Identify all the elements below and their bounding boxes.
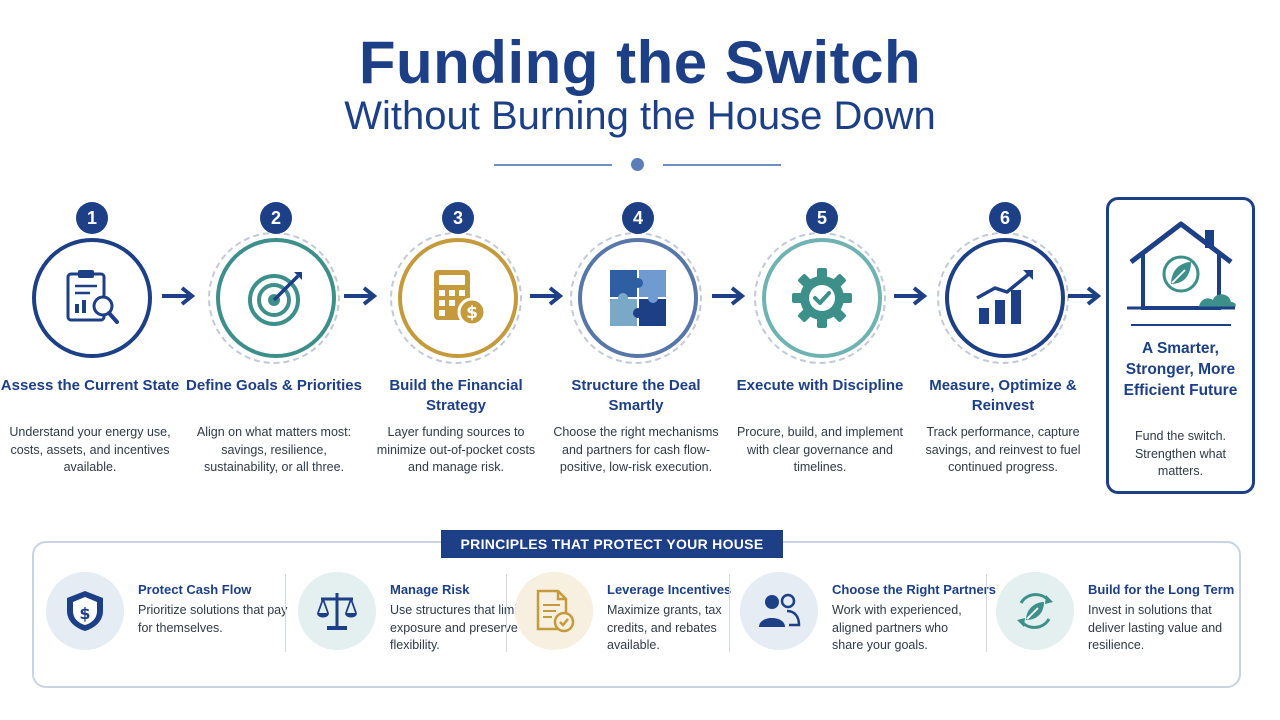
step-description: Procure, build, and implement with clear… [736, 425, 904, 474]
svg-text:$: $ [79, 604, 90, 623]
clipboard-magnifier-icon [66, 270, 119, 324]
principle-icon-circle [740, 572, 818, 650]
puzzle-icon [610, 270, 666, 326]
step-title: Build the Financial Strategy [389, 377, 523, 414]
arrow-right-icon [1068, 286, 1102, 306]
principle-icon-circle [996, 572, 1074, 650]
document-check-icon [536, 589, 575, 633]
step-icon-ring [216, 238, 336, 358]
arrow-right-icon [894, 286, 928, 306]
arrow-right-icon [162, 286, 196, 306]
principle-description: Work with experienced, aligned partners … [832, 603, 962, 652]
step-title: Structure the Deal Smartly [571, 377, 701, 414]
step-icon-ring [32, 238, 152, 358]
house-leaf-icon [1127, 221, 1236, 310]
outcome-description: Fund the switch. Strengthen what matters… [1134, 429, 1227, 478]
step-number-badge: 6 [989, 202, 1021, 234]
growth-chart-icon [976, 270, 1033, 324]
page-subtitle: Without Burning the House Down [344, 94, 936, 138]
step-number-badge: 2 [260, 202, 292, 234]
step-number-badge: 1 [76, 202, 108, 234]
principles-label: PRINCIPLES THAT PROTECT YOUR HOUSE [441, 530, 783, 558]
principle-description: Use structures that limit exposure and p… [390, 603, 521, 652]
arrow-right-icon [344, 286, 378, 306]
principle-description: Prioritize solutions that pay for themse… [138, 603, 288, 635]
target-arrow-icon [248, 272, 302, 326]
scales-icon [317, 593, 357, 630]
step-icon-ring [578, 238, 698, 358]
step-number-badge: 3 [442, 202, 474, 234]
arrow-right-icon [530, 286, 564, 306]
step-number-badge: 4 [622, 202, 654, 234]
principle-separator [986, 574, 987, 652]
title-divider-left [494, 164, 612, 166]
step-icon-ring [945, 238, 1065, 358]
step-description: Track performance, capture savings, and … [925, 425, 1081, 474]
step-number-badge: 5 [806, 202, 838, 234]
step-title: Define Goals & Priorities [186, 377, 362, 394]
principle-icon-circle [298, 572, 376, 650]
calculator-dollar-icon: $ [434, 270, 487, 327]
principle-title: Manage Risk [390, 582, 470, 597]
leaf-cycle-icon [1017, 593, 1053, 629]
page-title: Funding the Switch [358, 29, 922, 96]
step-title: Execute with Discipline [736, 377, 904, 394]
step-description: Choose the right mechanisms and partners… [553, 425, 719, 474]
step-icon-ring [762, 238, 882, 358]
title-divider-right [663, 164, 781, 166]
title-divider-dot [631, 158, 644, 171]
principle-separator [506, 574, 507, 652]
step-description: Layer funding sources to minimize out-of… [376, 425, 536, 474]
gear-check-icon [792, 268, 852, 328]
principle-separator [285, 574, 286, 652]
step-title: Measure, Optimize & Reinvest [929, 377, 1077, 414]
principle-icon-circle: $ [46, 572, 124, 650]
outcome-divider [1131, 324, 1231, 326]
principle-icon-circle [515, 572, 593, 650]
svg-text:$: $ [466, 303, 478, 323]
arrow-right-icon [712, 286, 746, 306]
people-icon [759, 593, 801, 627]
principle-title: Protect Cash Flow [138, 582, 252, 597]
principle-title: Build for the Long Term [1088, 582, 1235, 597]
principle-title: Choose the Right Partners [832, 582, 996, 597]
outcome-title: A Smarter, Stronger, More Efficient Futu… [1123, 340, 1238, 399]
shield-dollar-icon: $ [67, 591, 103, 631]
principle-title: Leverage Incentives [607, 582, 732, 597]
step-description: Understand your energy use, costs, asset… [9, 425, 171, 474]
principle-description: Maximize grants, tax credits, and rebate… [607, 603, 722, 652]
outcome-card: A Smarter, Stronger, More Efficient Futu… [1106, 197, 1255, 494]
step-title: Assess the Current State [0, 377, 180, 394]
step-icon-ring: $ [398, 238, 518, 358]
principle-description: Invest in solutions that deliver lasting… [1088, 603, 1223, 652]
principle-separator [729, 574, 730, 652]
step-description: Align on what matters most: savings, res… [196, 425, 352, 474]
